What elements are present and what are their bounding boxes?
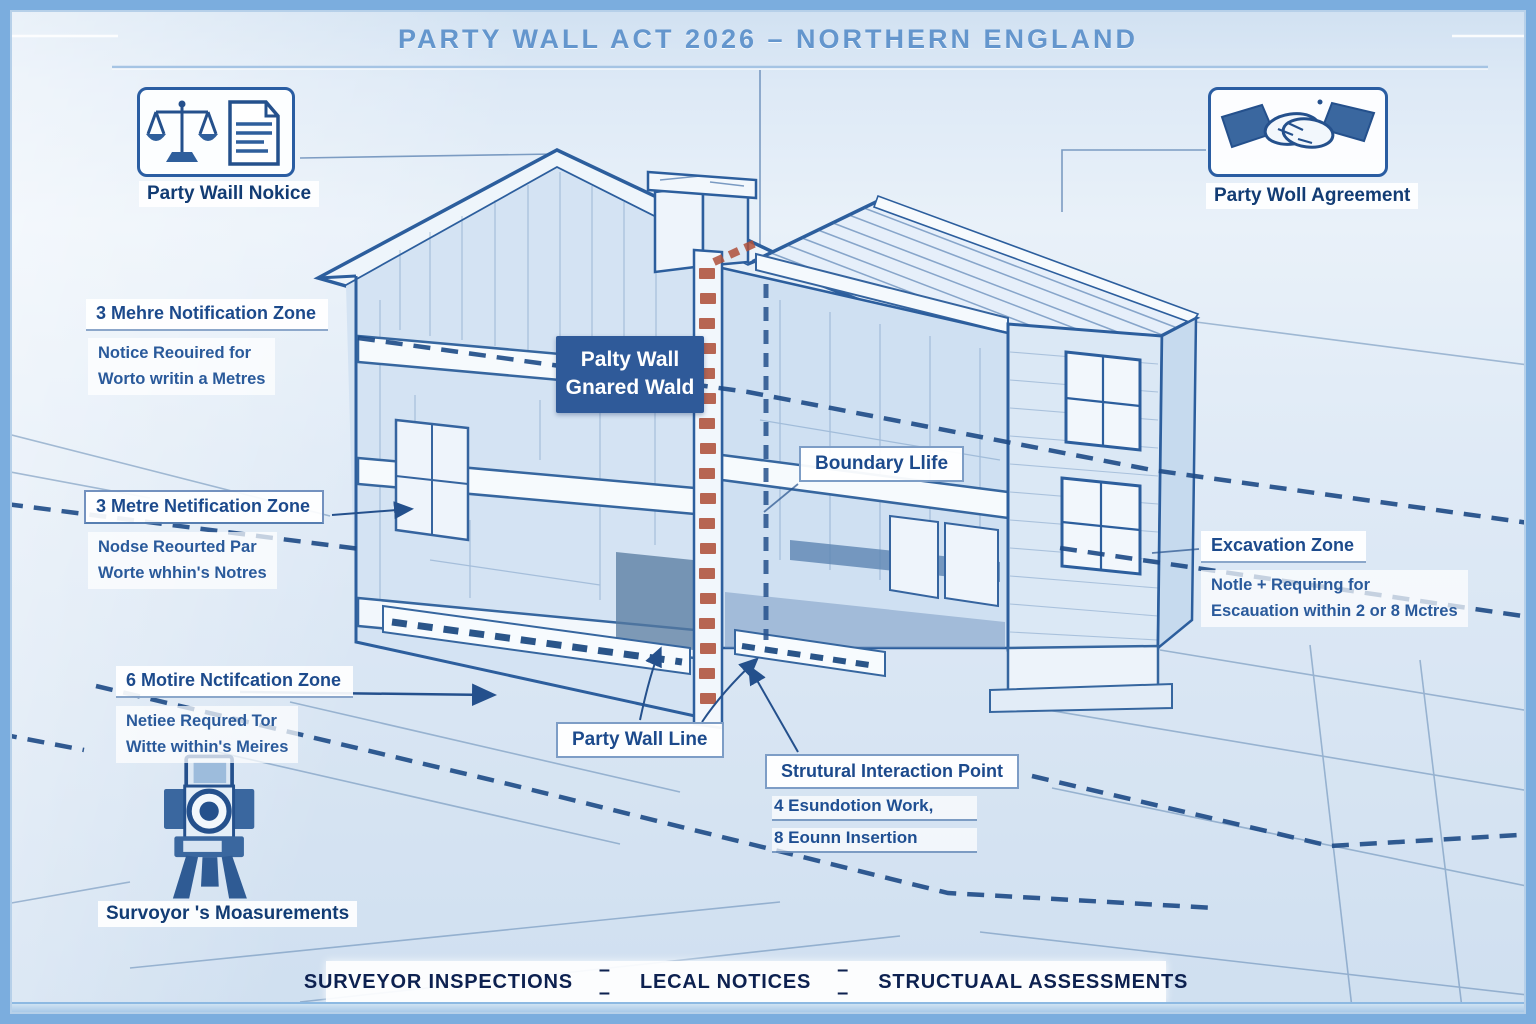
- bottom-band: [0, 1002, 1536, 1024]
- right-house-window-upper: [1064, 350, 1142, 452]
- page-title: PARTY WALL ACT 2026 – NORTHERN ENGLAND: [397, 24, 1139, 54]
- party-wall-notice-badge: [137, 87, 295, 177]
- excavation-line2: Escauation within 2 or 8 Mctres: [1211, 601, 1458, 620]
- zone3-upper-line1: Notice Reouired for: [98, 344, 252, 362]
- zone6-heading: 6 Motire Nctifcation Zone: [116, 666, 354, 698]
- legend-item-structural-assessments: STRUCTUAAL ASSESSMENTS: [878, 970, 1189, 993]
- structural-item-2: 8 Eounn Insertion: [772, 828, 977, 853]
- right-house-window-lower: [1060, 476, 1142, 576]
- legend-bar: SURVEYOR INSPECTIONS – – LECAL NOTICES –…: [304, 959, 1187, 1004]
- left-house: [313, 148, 780, 718]
- excavation-line1: Notle + Requirng for: [1211, 576, 1371, 594]
- structural-item-1: 4 Esundotion Work,: [772, 796, 977, 821]
- excavation-heading: Excavation Zone: [1201, 531, 1367, 563]
- theodolite-icon: [164, 754, 255, 899]
- party-wall-agreement-label: Party Woll Agreement: [1206, 183, 1419, 209]
- zone6-line1: Netiee Requred Tor: [126, 712, 277, 730]
- structural-interaction-heading: Strutural Interaction Point: [765, 754, 1020, 789]
- party-wall-box-line1: Palty Wall: [580, 348, 680, 371]
- badge-leaders: [299, 70, 1206, 250]
- zone3-upper-body: Notice Reouired for Worto writin a Metre…: [88, 338, 276, 396]
- zone3-lower-line1: Nodse Reourted Par: [98, 538, 257, 556]
- handshake-icon: [1220, 99, 1376, 149]
- surveyor-measurements-label: Survoyor 's Moasurements: [98, 901, 358, 927]
- excavation-body: Notle + Requirng for Escauation within 2…: [1201, 570, 1468, 628]
- scales-and-document-icon: [146, 100, 280, 166]
- zone6-body: Netiee Requred Tor Witte within's Meires: [116, 706, 299, 764]
- zone3-upper-heading: 3 Mehre Notification Zone: [86, 299, 329, 331]
- chimney: [646, 170, 758, 274]
- header-rules: [0, 34, 1536, 70]
- boundary-line-tag: Boundary Llife: [799, 446, 965, 482]
- right-house: [720, 194, 1201, 714]
- zone3-lower-line2: Worte whhin's Notres: [98, 563, 267, 582]
- party-wall-notice-label: Party Waill Nokice: [139, 181, 320, 207]
- party-wall-shared-wall-box: Palty Wall Gnared Wald: [556, 336, 704, 413]
- zone6-line2: Witte within's Meires: [126, 737, 289, 756]
- party-wall-agreement-badge: [1208, 87, 1388, 177]
- zone3-lower-body: Nodse Reourted Par Worte whhin's Notres: [88, 532, 277, 590]
- legend-item-surveyor-inspections: SURVEYOR INSPECTIONS: [303, 970, 573, 993]
- zone3-lower-heading: 3 Metre Netification Zone: [84, 490, 325, 524]
- party-wall-line-tag: Party Wall Line: [556, 722, 724, 758]
- legend-separator: – –: [598, 959, 615, 1004]
- legend-item-legal-notices: LECAL NOTICES: [640, 970, 812, 993]
- zone3-upper-line2: Worto writin a Metres: [98, 369, 266, 388]
- ground-lines: [0, 321, 1536, 1009]
- party-wall-box-line2: Gnared Wald: [565, 376, 695, 400]
- legend-separator: – –: [837, 959, 853, 1004]
